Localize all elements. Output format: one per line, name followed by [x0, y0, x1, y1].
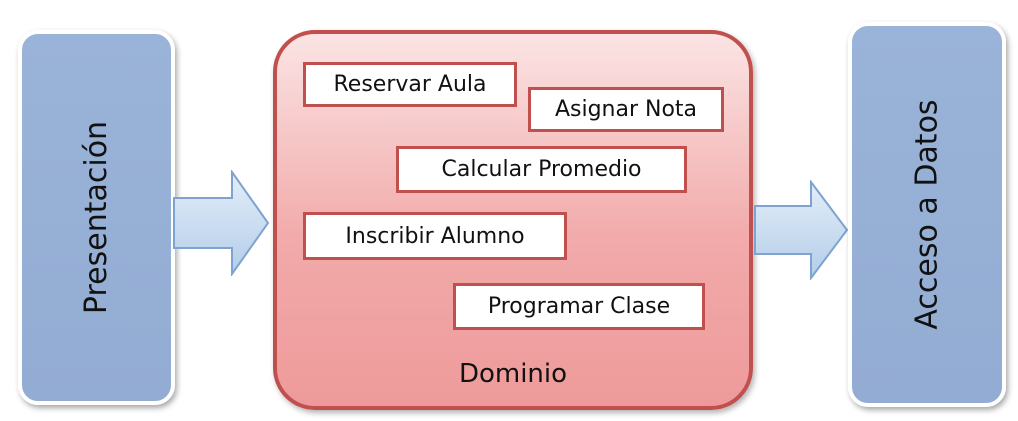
- task-reservar-aula: Reservar Aula: [303, 62, 517, 107]
- domain-layer-label: Dominio: [458, 359, 568, 389]
- task-programar-clase: Programar Clase: [453, 283, 705, 330]
- task-asignar-nota: Asignar Nota: [528, 87, 724, 132]
- presentation-layer-label: Presentación: [79, 120, 115, 315]
- task-inscribir-alumno: Inscribir Alumno: [303, 212, 567, 260]
- data-access-layer-box: Acceso a Datos: [848, 22, 1006, 407]
- arrow-right-icon: [754, 180, 849, 280]
- task-calcular-promedio: Calcular Promedio: [396, 146, 687, 193]
- arrow-right-icon: [173, 170, 270, 276]
- presentation-layer-box: Presentación: [18, 30, 175, 405]
- data-access-layer-label: Acceso a Datos: [909, 99, 945, 330]
